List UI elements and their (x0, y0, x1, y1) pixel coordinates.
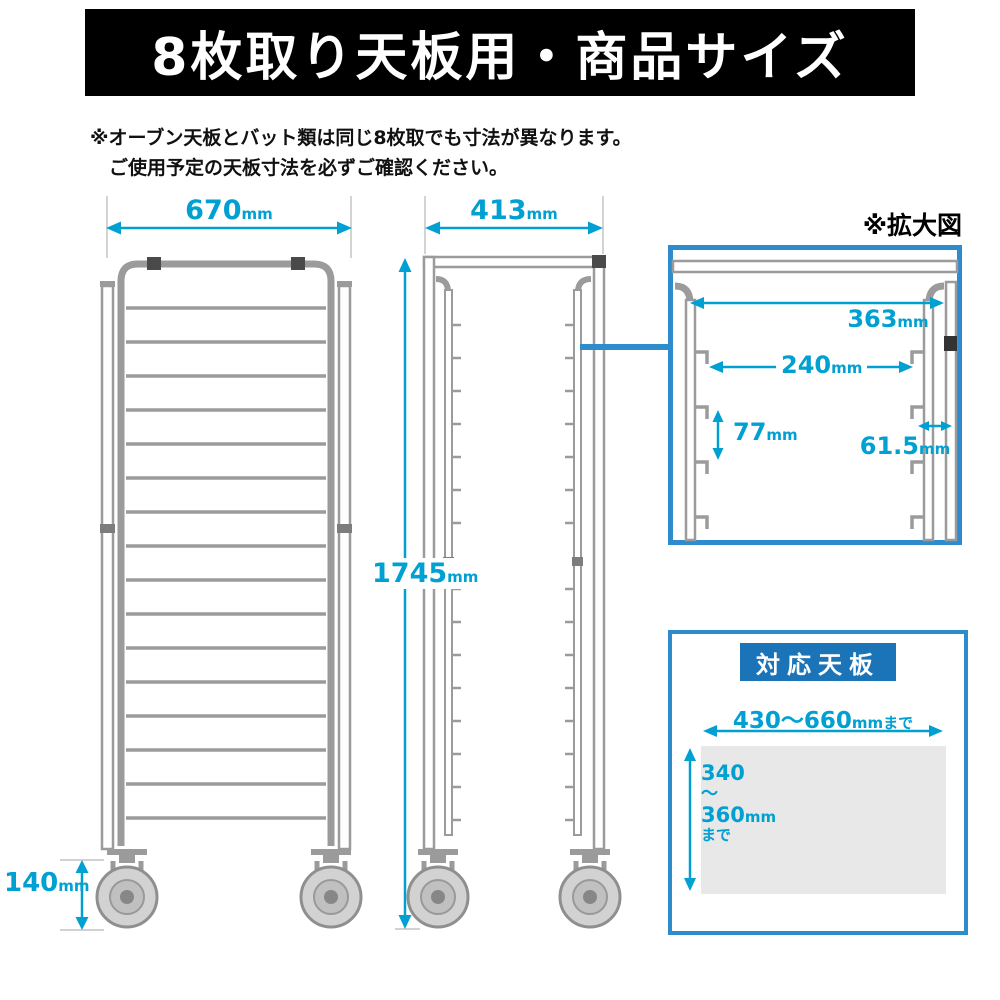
dim-overall-height: 1745mm (369, 558, 482, 589)
dim-front-width: 670mm (185, 195, 273, 226)
zoom-panel (668, 245, 962, 545)
side-view-art (408, 255, 620, 927)
note-line-1: ※オーブン天板とバット類は同じ8枚取でも寸法が異なります。 (90, 127, 632, 149)
dim-zoom-slot-pitch: 77mm (733, 418, 798, 446)
dim-zoom-opening-width: 363mm (847, 305, 929, 333)
dim-tray-depth: 340 〜 360mm まで (701, 761, 777, 844)
dim-tray-width: 430〜660mmまで (732, 708, 914, 734)
tray-panel-title: 対応天板 (740, 643, 896, 681)
dim-side-depth: 413mm (470, 195, 558, 226)
extension-lines (60, 196, 604, 931)
dim-zoom-rail-width: 61.5mm (859, 432, 951, 460)
dim-zoom-inner-width: 240mm (776, 351, 868, 379)
disclaimer-note: ※オーブン天板とバット類は同じ8枚取でも寸法が異なります。 ご使用予定の天板寸法… (90, 123, 632, 183)
note-line-2: ご使用予定の天板寸法を必ずご確認ください。 (109, 157, 509, 179)
page-title: 8枚取り天板用・商品サイズ (151, 28, 849, 88)
dim-caster-height: 140mm (4, 868, 90, 898)
zoom-panel-label: ※拡大図 (862, 211, 962, 240)
title-banner: 8枚取り天板用・商品サイズ (85, 9, 915, 96)
shelf-lines (126, 306, 326, 820)
front-view-art (97, 257, 361, 927)
